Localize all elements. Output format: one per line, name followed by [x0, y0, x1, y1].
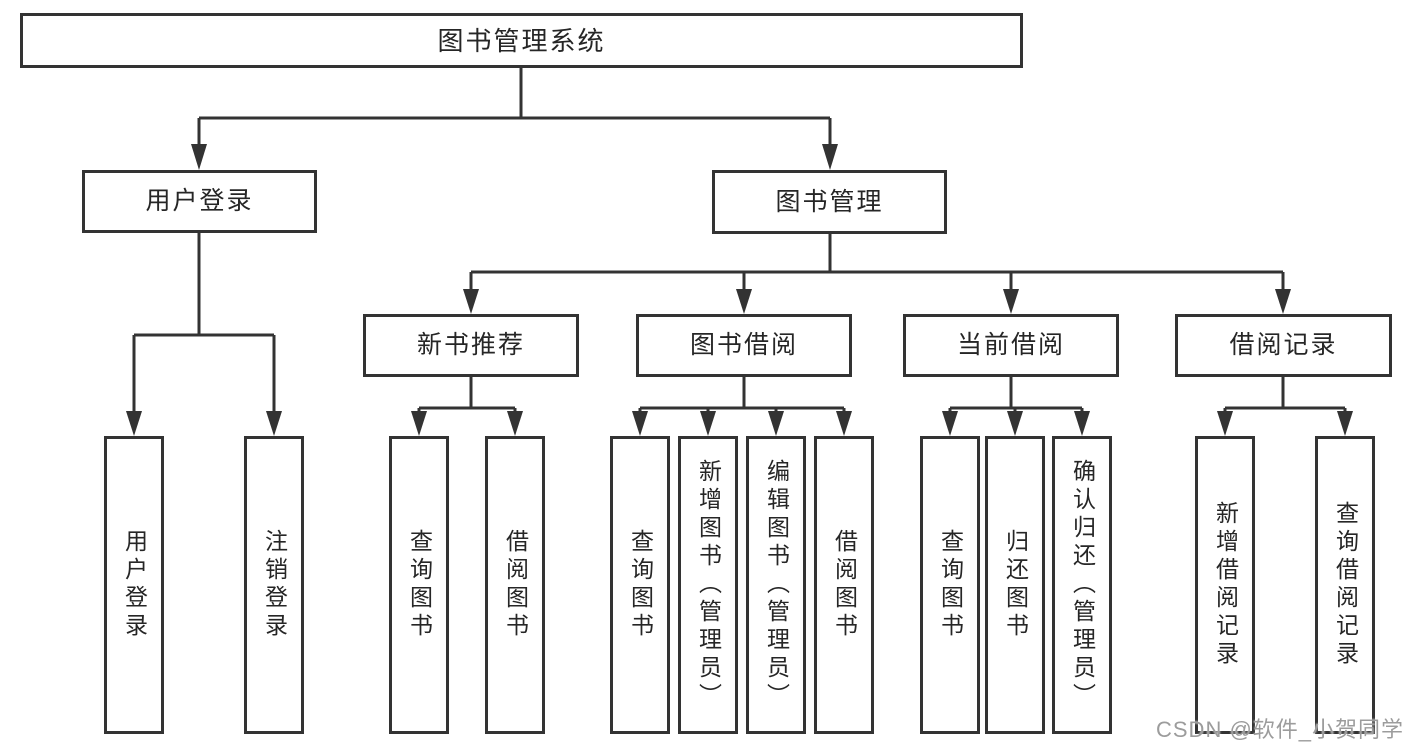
node-current-borrow: 当前借阅 — [903, 314, 1119, 377]
leaf-edit-books-admin: 编辑图书（管理员） — [746, 436, 806, 734]
leaf-borrow-books: 借阅图书 — [814, 436, 874, 734]
node-new-book-recommend: 新书推荐 — [363, 314, 579, 377]
node-book-borrow: 图书借阅 — [636, 314, 852, 377]
leaf-query-borrow-record: 查询借阅记录 — [1315, 436, 1375, 734]
leaf-logout: 注销登录 — [244, 436, 304, 734]
leaf-return-books: 归还图书 — [985, 436, 1045, 734]
leaf-confirm-return-admin: 确认归还（管理员） — [1052, 436, 1112, 734]
node-user-login: 用户登录 — [82, 170, 317, 233]
node-book-management: 图书管理 — [712, 170, 947, 234]
leaf-user-login: 用户登录 — [104, 436, 164, 734]
leaf-add-borrow-record: 新增借阅记录 — [1195, 436, 1255, 734]
leaf-query-books-current: 查询图书 — [920, 436, 980, 734]
leaf-query-books-recommend: 查询图书 — [389, 436, 449, 734]
node-library-management-system: 图书管理系统 — [20, 13, 1023, 68]
node-borrow-records: 借阅记录 — [1175, 314, 1392, 377]
leaf-add-books-admin: 新增图书（管理员） — [678, 436, 738, 734]
leaf-borrow-books-recommend: 借阅图书 — [485, 436, 545, 734]
csdn-watermark: CSDN @软件_小贺同学 — [1156, 717, 1405, 742]
leaf-query-books-borrow: 查询图书 — [610, 436, 670, 734]
